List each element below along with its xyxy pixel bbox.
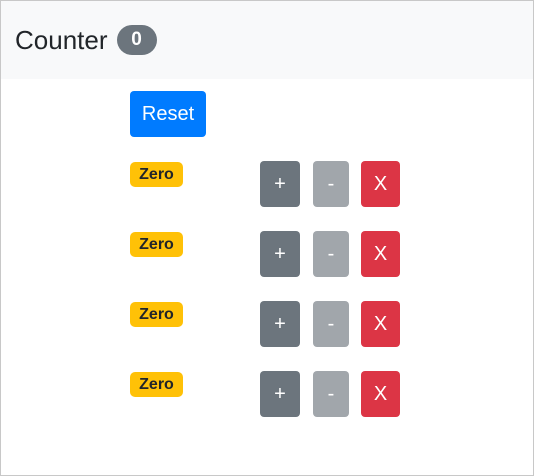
page-title: Counter [15, 25, 108, 55]
counter-row: Zero + - X [0, 301, 534, 349]
delete-button[interactable]: X [361, 301, 400, 347]
delete-button[interactable]: X [361, 371, 400, 417]
increment-button[interactable]: + [260, 231, 300, 277]
total-count-badge: 0 [116, 25, 157, 55]
counter-value-badge: Zero [130, 302, 183, 327]
decrement-button[interactable]: - [313, 231, 349, 277]
delete-button[interactable]: X [361, 231, 400, 277]
decrement-button[interactable]: - [313, 301, 349, 347]
navbar-brand: Counter 0 [15, 21, 157, 59]
increment-button[interactable]: + [260, 301, 300, 347]
navbar: Counter 0 [1, 1, 533, 79]
counter-row: Zero + - X [0, 161, 534, 209]
decrement-button[interactable]: - [313, 161, 349, 207]
decrement-button[interactable]: - [313, 371, 349, 417]
counter-value-badge: Zero [130, 232, 183, 257]
counter-value-badge: Zero [130, 372, 183, 397]
increment-button[interactable]: + [260, 161, 300, 207]
delete-button[interactable]: X [361, 161, 400, 207]
reset-button[interactable]: Reset [130, 91, 206, 137]
increment-button[interactable]: + [260, 371, 300, 417]
counter-row: Zero + - X [0, 231, 534, 279]
counter-value-badge: Zero [130, 162, 183, 187]
counter-row: Zero + - X [0, 371, 534, 419]
